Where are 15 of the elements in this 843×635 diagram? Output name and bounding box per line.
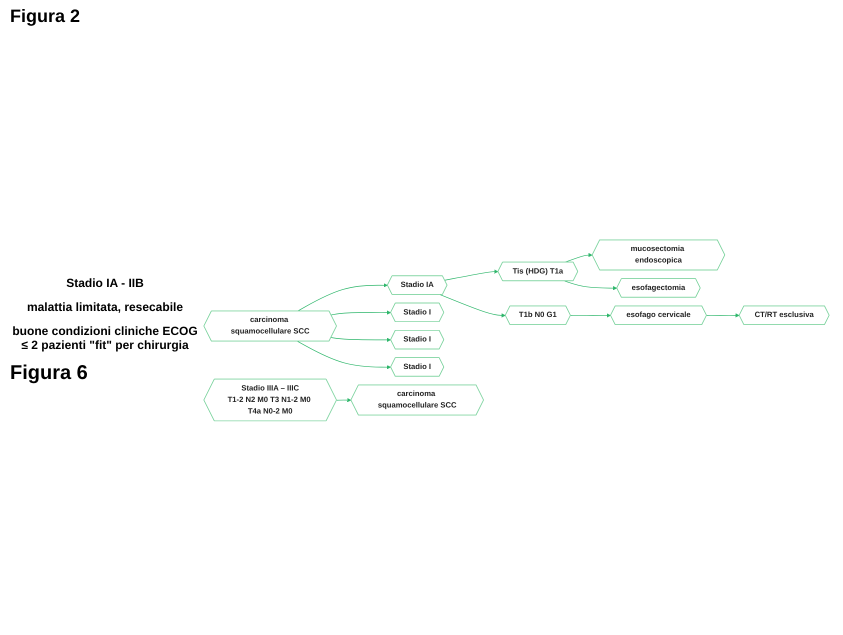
note-text: buone condizioni cliniche ECOG ≤ 2 pazienti "fit" per chirurgia xyxy=(11,324,199,352)
arrow xyxy=(444,269,498,280)
arrow xyxy=(336,398,352,402)
note-text: malattia limitata, resecabile xyxy=(26,300,184,314)
arrow xyxy=(330,310,392,316)
figure-title: Figura 2 xyxy=(10,6,82,27)
note-text: Stadio IA - IIB xyxy=(65,276,145,290)
arrow xyxy=(297,282,388,312)
arrow xyxy=(564,280,618,290)
arrow xyxy=(570,313,611,318)
arrow xyxy=(330,336,392,342)
arrow xyxy=(706,312,740,318)
arrow xyxy=(440,294,506,318)
figure-title: Figura 6 xyxy=(10,362,89,384)
arrow xyxy=(297,340,392,369)
